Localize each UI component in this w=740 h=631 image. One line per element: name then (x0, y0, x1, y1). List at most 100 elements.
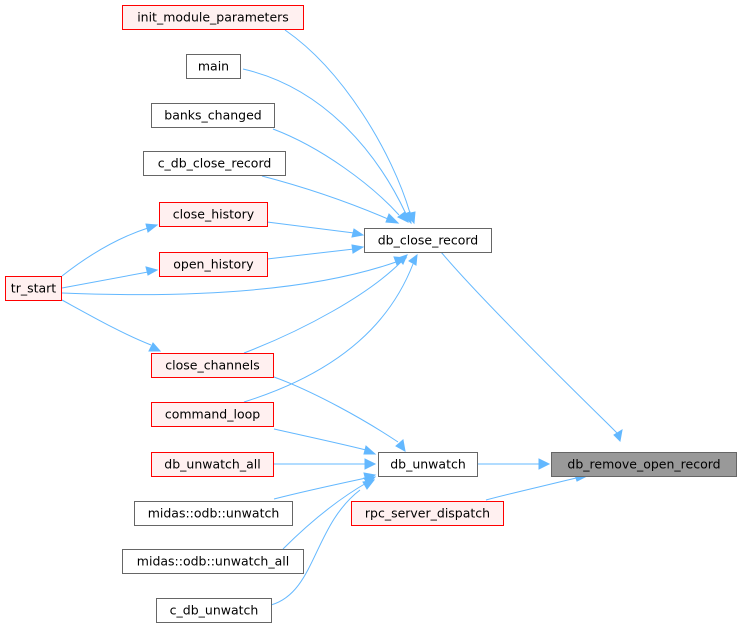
node-label: db_unwatch_all (164, 457, 260, 472)
node-box[interactable] (551, 452, 737, 477)
node-label: c_db_unwatch (170, 603, 259, 618)
node-box[interactable] (143, 151, 286, 176)
edge-close_channels-to-db_close_record (243, 254, 408, 354)
edge-arrowhead (351, 244, 365, 254)
node-box[interactable] (378, 452, 478, 477)
node-c_db_unwatch[interactable]: c_db_unwatch (156, 598, 272, 623)
edge-line (272, 128, 400, 216)
edge-db_unwatch_all-to-db_unwatch (274, 458, 377, 470)
node-label: midas::odb::unwatch (148, 506, 280, 521)
edge-line (273, 428, 367, 451)
node-midas_odb_unwatch_all[interactable]: midas::odb::unwatch_all (122, 549, 304, 574)
edge-line (243, 263, 414, 403)
node-midas_odb_unwatch[interactable]: midas::odb::unwatch (134, 501, 293, 526)
node-label: main (198, 59, 229, 74)
edge-line (266, 221, 355, 234)
node-box[interactable] (159, 252, 268, 277)
node-label: banks_changed (164, 108, 261, 123)
node-db_unwatch[interactable]: db_unwatch (378, 452, 478, 477)
node-box[interactable] (151, 402, 274, 427)
edge-arrowhead (148, 342, 162, 352)
edge-arrowhead (362, 479, 376, 490)
node-box[interactable] (151, 353, 274, 378)
node-label: midas::odb::unwatch_all (137, 554, 289, 569)
node-box[interactable] (122, 549, 304, 574)
edge-tr_start-to-open_history (61, 266, 159, 289)
node-box[interactable] (151, 452, 274, 477)
edge-line (440, 251, 619, 435)
node-label: init_module_parameters (137, 10, 289, 25)
node-label: db_remove_open_record (567, 457, 720, 472)
edge-command_loop-to-db_unwatch (273, 428, 377, 455)
edge-line (270, 489, 361, 606)
node-command_loop[interactable]: command_loop (151, 402, 274, 427)
edge-command_loop-to-db_close_record (243, 253, 418, 403)
node-box[interactable] (122, 5, 304, 30)
edge-line (485, 476, 581, 501)
node-close_history[interactable]: close_history (159, 202, 268, 227)
edge-db_close_record-to-db_remove_open_record (440, 251, 623, 443)
node-db_unwatch_all[interactable]: db_unwatch_all (151, 452, 274, 477)
node-label: open_history (173, 257, 254, 272)
node-box[interactable] (351, 501, 504, 526)
edge-line (273, 477, 367, 500)
node-main[interactable]: main (186, 54, 241, 79)
edge-banks_changed-to-db_close_record (272, 128, 409, 223)
edge-arrowhead (385, 213, 400, 224)
node-label: command_loop (165, 407, 260, 422)
edge-line (282, 481, 369, 550)
nodes-layer: db_remove_open_record db_close_record db_u… (5, 5, 737, 623)
edge-line (261, 175, 389, 220)
edge-arrowhead (395, 439, 406, 452)
node-db_close_record[interactable]: db_close_record (364, 228, 492, 253)
edges-layer (61, 29, 623, 606)
edge-db_unwatch-to-db_remove_open_record (478, 458, 551, 470)
node-box[interactable] (159, 202, 268, 227)
node-tr_start[interactable]: tr_start (5, 276, 62, 301)
edge-line (61, 271, 149, 289)
node-label: close_history (173, 207, 255, 222)
node-label: db_unwatch (390, 457, 466, 472)
edge-line (61, 299, 152, 346)
node-box[interactable] (151, 103, 275, 128)
node-open_history[interactable]: open_history (159, 252, 268, 277)
edge-arrowhead (408, 253, 418, 266)
edge-line (242, 68, 407, 215)
node-label: tr_start (11, 281, 57, 296)
edge-open_history-to-db_close_record (266, 244, 365, 260)
node-box[interactable] (364, 228, 492, 253)
edge-main-to-db_close_record (242, 68, 412, 225)
edge-line (61, 261, 397, 296)
node-box[interactable] (134, 501, 293, 526)
edge-line (243, 261, 402, 354)
edge-arrowhead (363, 445, 377, 455)
edge-midas_odb_unwatch-to-db_unwatch (273, 472, 377, 500)
node-box[interactable] (5, 276, 62, 301)
node-label: close_channels (165, 358, 259, 373)
edge-c_db_close_record-to-db_close_record (261, 175, 400, 224)
edge-tr_start-to-close_channels (61, 299, 162, 352)
node-init_module_parameters[interactable]: init_module_parameters (122, 5, 304, 30)
edge-arrowhead (397, 211, 409, 223)
edge-c_db_unwatch-to-db_unwatch (270, 479, 376, 606)
node-c_db_close_record[interactable]: c_db_close_record (143, 151, 286, 176)
node-rpc_server_dispatch[interactable]: rpc_server_dispatch (351, 501, 504, 526)
node-box[interactable] (156, 598, 272, 623)
edge-line (266, 248, 355, 260)
edge-arrowhead (613, 428, 623, 443)
node-close_channels[interactable]: close_channels (151, 353, 274, 378)
edge-close_history-to-db_close_record (266, 221, 365, 238)
edge-arrowhead (538, 458, 551, 470)
edge-line (61, 227, 149, 277)
edge-tr_start-to-close_history (61, 223, 159, 277)
edge-arrowhead (364, 458, 377, 470)
node-banks_changed[interactable]: banks_changed (151, 103, 275, 128)
node-label: db_close_record (378, 233, 479, 248)
node-box[interactable] (186, 54, 241, 79)
node-db_remove_open_record[interactable]: db_remove_open_record (551, 452, 737, 477)
edge-line (273, 376, 399, 443)
node-label: rpc_server_dispatch (365, 506, 490, 521)
edge-arrowhead (351, 228, 365, 238)
edge-arrowhead (145, 223, 159, 233)
